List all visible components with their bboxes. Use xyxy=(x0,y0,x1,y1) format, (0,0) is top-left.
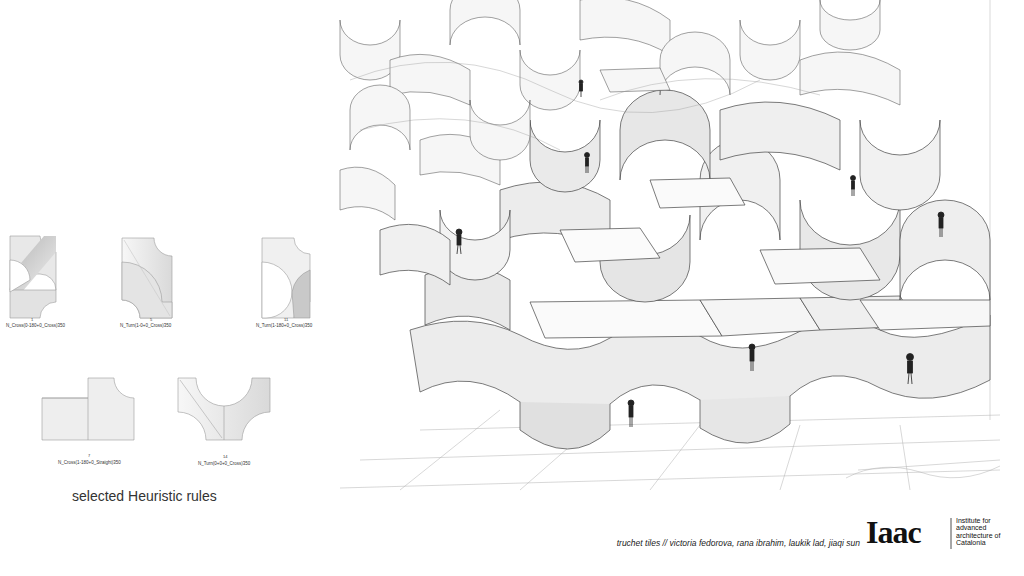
tile-number: 14 xyxy=(223,455,227,460)
tile-number: 5 xyxy=(150,318,152,323)
section-caption: selected Heuristic rules xyxy=(72,488,217,504)
rule-name: N_Turn(1-0+0_Cross)350 xyxy=(120,323,171,328)
logo-divider xyxy=(951,518,952,549)
logo-wordmark: Iaac xyxy=(866,514,921,551)
tile-number: 1 xyxy=(31,318,33,323)
logo-subtitle: Institute for advanced architecture of C… xyxy=(956,517,1008,546)
rule-name: N_Cross(1-180+0_Straight)350 xyxy=(58,460,121,465)
tile-number: 7 xyxy=(88,454,90,459)
rule-name: N_Turn(1-180+0_Cross)350 xyxy=(256,323,312,328)
truchet-render xyxy=(340,0,1000,490)
rule-tiles xyxy=(10,236,310,440)
rule-name: N_Turn(0+0+0_Cross)350 xyxy=(198,461,250,466)
credits: truchet tiles // victoria fedorova, rana… xyxy=(617,539,860,549)
tile-number: 11 xyxy=(284,318,288,323)
rule-name: N_Cross(0-180+0_Cross)350 xyxy=(6,323,65,328)
